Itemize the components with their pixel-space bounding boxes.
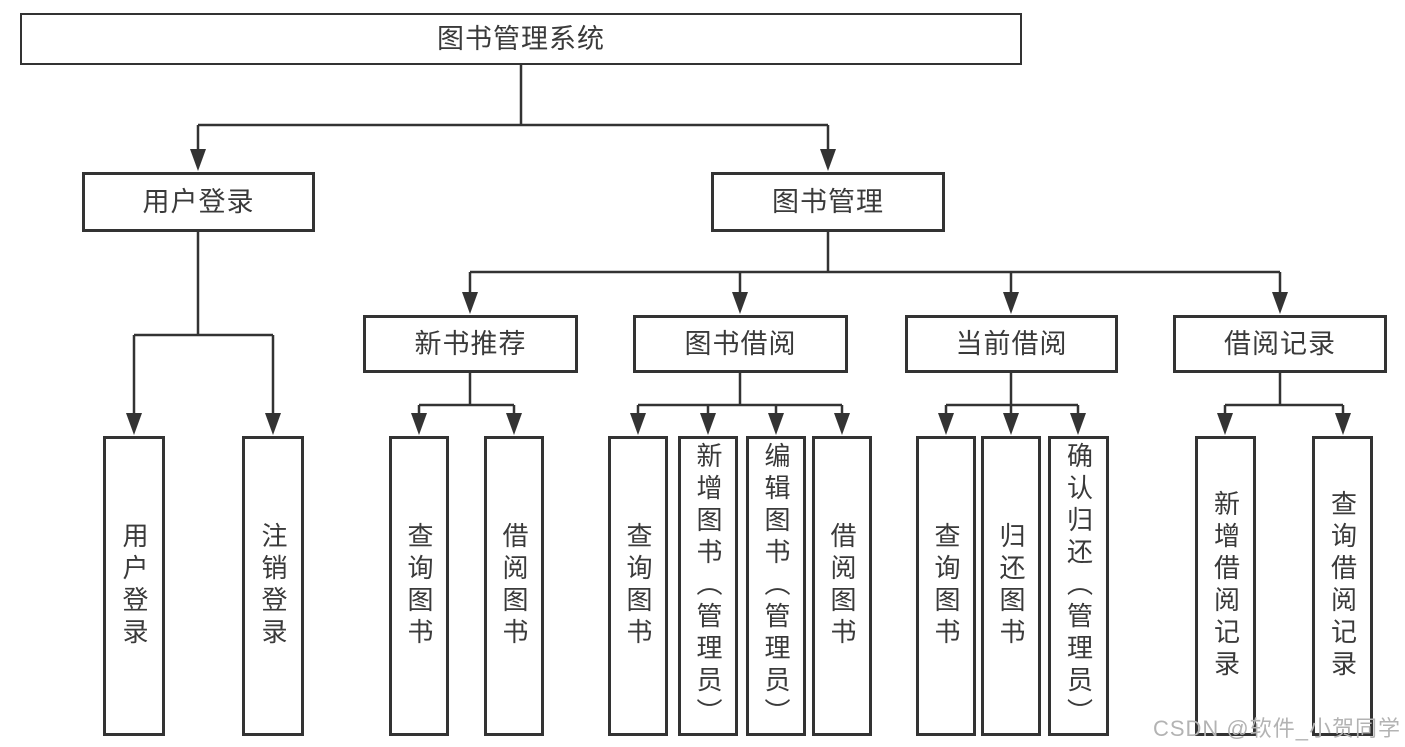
arrowhead: [732, 292, 748, 314]
arrowhead: [1272, 292, 1288, 314]
node-book-management: 图书管理: [711, 172, 945, 232]
node-borrow-records: 借阅记录: [1173, 315, 1387, 373]
arrowhead: [411, 413, 427, 435]
arrowhead: [768, 413, 784, 435]
arrowhead: [834, 413, 850, 435]
leaf-records-query-record: 查询借阅记录: [1312, 436, 1373, 736]
arrowhead: [1217, 413, 1233, 435]
leaf-borrow-borrow-books: 借阅图书: [812, 436, 872, 736]
arrowhead: [265, 413, 281, 435]
node-book-borrow: 图书借阅: [633, 315, 848, 373]
node-current-borrow: 当前借阅: [905, 315, 1118, 373]
leaf-recommend-query-books: 查询图书: [389, 436, 449, 736]
connector-current-to-leaves: [944, 373, 1080, 416]
leaf-current-confirm-return-admin: 确认归还（管理员）: [1048, 436, 1109, 736]
leaf-borrow-add-books-admin: 新增图书（管理员）: [678, 436, 738, 736]
leaf-borrow-edit-books-admin: 编辑图书（管理员）: [746, 436, 806, 736]
connector-book-management-to-level3: [468, 232, 1282, 295]
arrowhead: [462, 292, 478, 314]
arrowhead: [1003, 413, 1019, 435]
arrowhead: [938, 413, 954, 435]
node-book-management-system: 图书管理系统: [20, 13, 1022, 65]
arrowhead: [820, 149, 836, 171]
arrowhead: [126, 413, 142, 435]
arrowhead: [1335, 413, 1351, 435]
leaf-borrow-query-books: 查询图书: [608, 436, 668, 736]
arrowhead: [506, 413, 522, 435]
leaf-user-login: 用户登录: [103, 436, 165, 736]
leaf-current-return-books: 归还图书: [981, 436, 1041, 736]
arrowhead: [190, 149, 206, 171]
leaf-recommend-borrow-books: 借阅图书: [484, 436, 544, 736]
connector-user-login-to-leaves: [132, 232, 275, 416]
connector-root-to-level2: [196, 65, 830, 152]
connector-records-to-leaves: [1223, 373, 1345, 416]
csdn-watermark: CSDN @软件_小贺同学: [1152, 716, 1401, 741]
arrowhead: [1003, 292, 1019, 314]
leaf-current-query-books: 查询图书: [916, 436, 976, 736]
arrowhead: [700, 413, 716, 435]
leaf-logout: 注销登录: [242, 436, 304, 736]
node-new-book-recommend: 新书推荐: [363, 315, 578, 373]
connector-borrow-to-leaves: [636, 373, 844, 416]
arrowhead: [630, 413, 646, 435]
arrowheads: [126, 149, 1351, 435]
arrowhead: [1070, 413, 1086, 435]
node-user-login: 用户登录: [82, 172, 315, 232]
connector-recommend-to-leaves: [417, 373, 516, 416]
leaf-records-add-record: 新增借阅记录: [1195, 436, 1256, 736]
